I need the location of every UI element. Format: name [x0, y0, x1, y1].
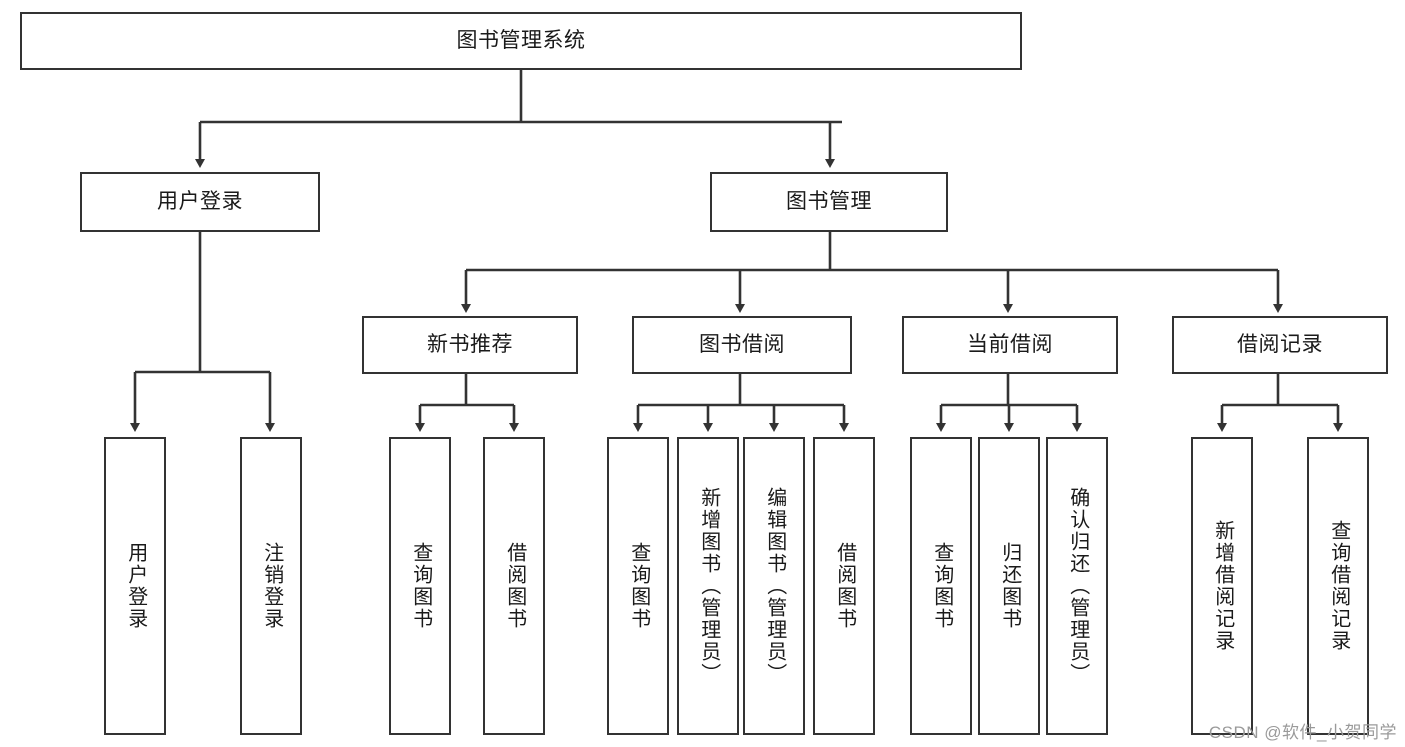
- node-leaf-add-book-label: 新增图书（管理员）: [697, 487, 720, 685]
- node-new-book-rec-label: 新书推荐: [427, 332, 513, 356]
- node-leaf-add-record-label: 新增借阅记录: [1211, 520, 1234, 652]
- node-leaf-borrow-book-1[interactable]: 借阅图书: [483, 437, 545, 735]
- node-leaf-borrow-book-2[interactable]: 借阅图书: [813, 437, 875, 735]
- node-new-book-rec[interactable]: 新书推荐: [362, 316, 578, 374]
- node-book-manage[interactable]: 图书管理: [710, 172, 948, 232]
- node-leaf-query-record-label: 查询借阅记录: [1327, 520, 1350, 652]
- node-leaf-borrow-book-1-label: 借阅图书: [503, 542, 526, 630]
- node-leaf-add-book[interactable]: 新增图书（管理员）: [677, 437, 739, 735]
- node-current-borrow[interactable]: 当前借阅: [902, 316, 1118, 374]
- node-leaf-confirm-return[interactable]: 确认归还（管理员）: [1046, 437, 1108, 735]
- node-root-label: 图书管理系统: [456, 28, 586, 52]
- node-user-login[interactable]: 用户登录: [80, 172, 320, 232]
- node-user-login-label: 用户登录: [157, 189, 243, 213]
- node-leaf-query-book-1-label: 查询图书: [409, 542, 432, 630]
- node-leaf-confirm-return-label: 确认归还（管理员）: [1066, 487, 1089, 685]
- node-leaf-edit-book[interactable]: 编辑图书（管理员）: [743, 437, 805, 735]
- node-leaf-query-book-2[interactable]: 查询图书: [607, 437, 669, 735]
- node-leaf-query-book-3-label: 查询图书: [930, 542, 953, 630]
- node-leaf-query-book-1[interactable]: 查询图书: [389, 437, 451, 735]
- node-book-borrow-label: 图书借阅: [699, 332, 785, 356]
- node-book-manage-label: 图书管理: [786, 189, 872, 213]
- node-leaf-query-book-3[interactable]: 查询图书: [910, 437, 972, 735]
- watermark-text: CSDN @软件_小贺同学: [1208, 723, 1397, 742]
- node-leaf-query-book-2-label: 查询图书: [627, 542, 650, 630]
- node-root[interactable]: 图书管理系统: [20, 12, 1022, 70]
- node-leaf-return-book[interactable]: 归还图书: [978, 437, 1040, 735]
- node-leaf-user-login-label: 用户登录: [124, 542, 147, 630]
- node-borrow-record-label: 借阅记录: [1237, 332, 1323, 356]
- node-leaf-logout[interactable]: 注销登录: [240, 437, 302, 735]
- node-book-borrow[interactable]: 图书借阅: [632, 316, 852, 374]
- node-leaf-user-login[interactable]: 用户登录: [104, 437, 166, 735]
- node-leaf-borrow-book-2-label: 借阅图书: [833, 542, 856, 630]
- node-leaf-edit-book-label: 编辑图书（管理员）: [763, 487, 786, 685]
- node-leaf-query-record[interactable]: 查询借阅记录: [1307, 437, 1369, 735]
- node-leaf-logout-label: 注销登录: [260, 542, 283, 630]
- node-borrow-record[interactable]: 借阅记录: [1172, 316, 1388, 374]
- node-leaf-add-record[interactable]: 新增借阅记录: [1191, 437, 1253, 735]
- node-current-borrow-label: 当前借阅: [967, 332, 1053, 356]
- node-leaf-return-book-label: 归还图书: [998, 542, 1021, 630]
